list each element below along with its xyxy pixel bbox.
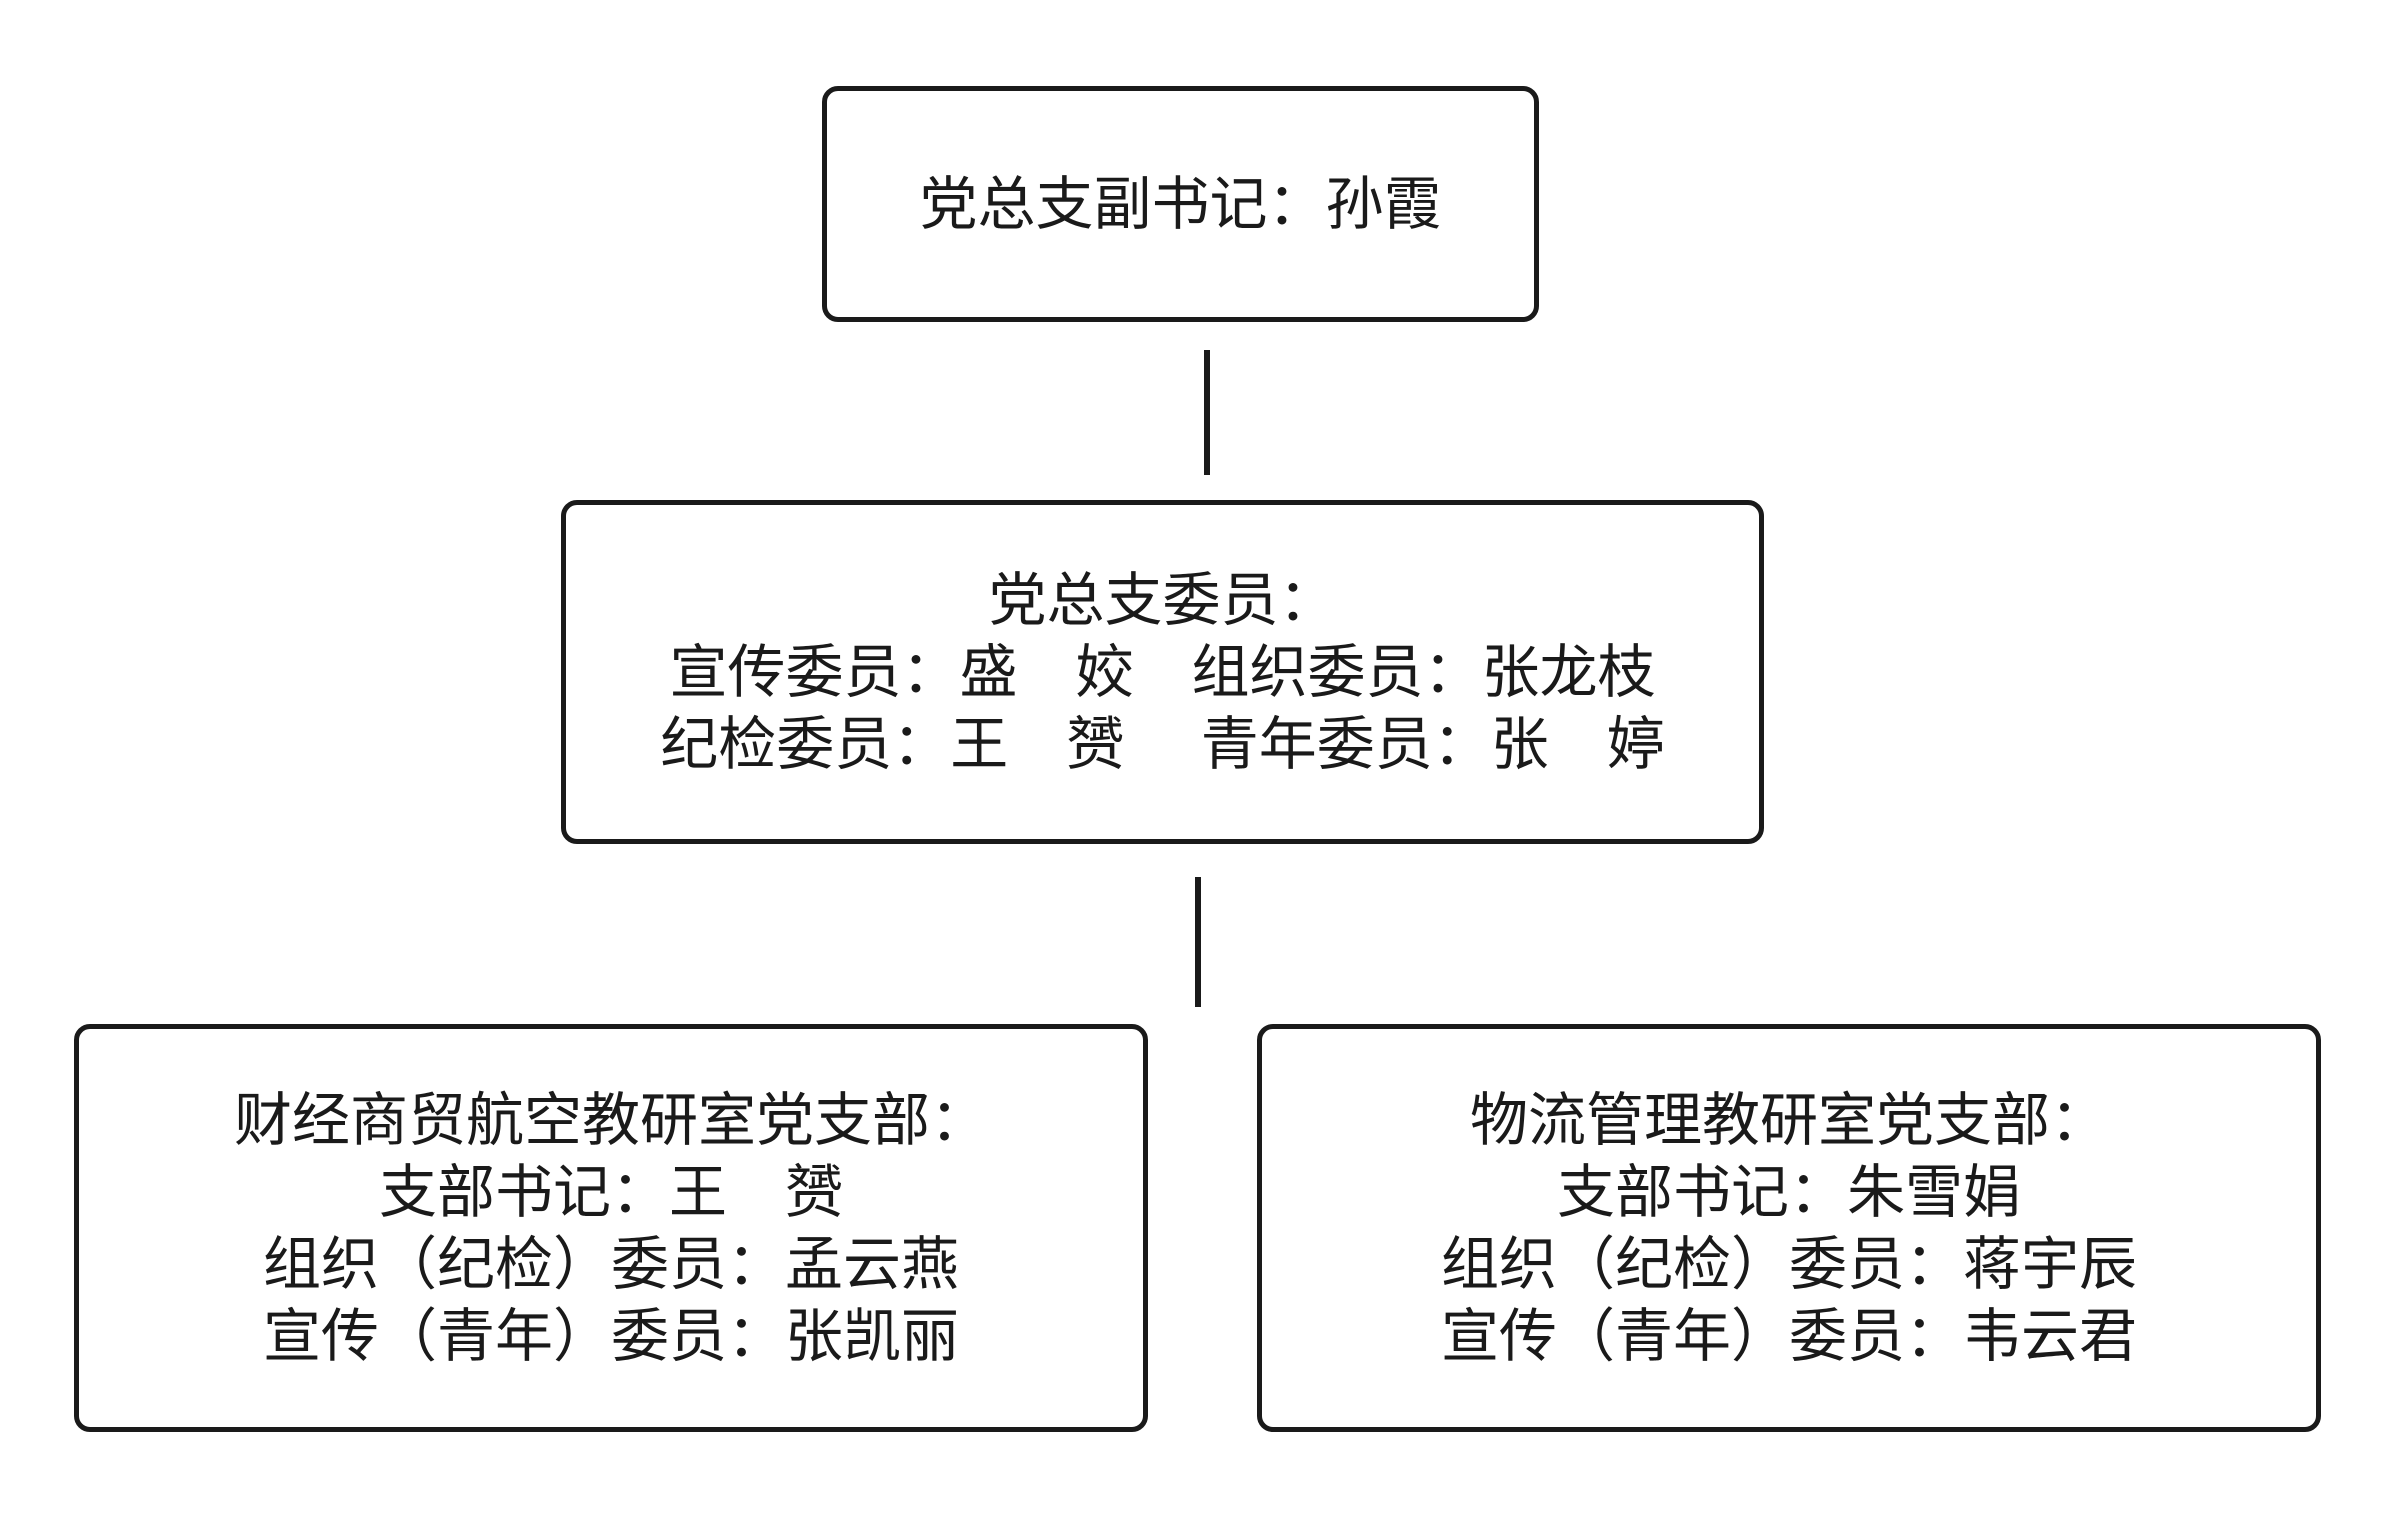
committee-line-discipline-youth: 纪检委员：王 赟 青年委员：张 婷 bbox=[660, 710, 1665, 778]
node-deputy-secretary: 党总支副书记：孙霞 bbox=[822, 86, 1539, 322]
right-branch-secretary: 支部书记：朱雪娟 bbox=[1556, 1158, 2021, 1226]
connector-top-to-committee bbox=[1204, 350, 1210, 475]
left-branch-secretary: 支部书记：王 赟 bbox=[378, 1158, 843, 1226]
committee-line-propaganda-organization: 宣传委员：盛 姣 组织委员：张龙枝 bbox=[669, 638, 1656, 706]
left-branch-propaganda-member: 宣传（青年）委员：张凯丽 bbox=[262, 1302, 959, 1370]
left-branch-organization-member: 组织（纪检）委员：孟云燕 bbox=[262, 1230, 959, 1298]
left-branch-title: 财经商贸航空教研室党支部： bbox=[233, 1086, 988, 1154]
right-branch-title: 物流管理教研室党支部： bbox=[1469, 1086, 2108, 1154]
committee-title: 党总支委员： bbox=[988, 566, 1337, 634]
node-branch-logistics: 物流管理教研室党支部： 支部书记：朱雪娟 组织（纪检）委员：蒋宇辰 宣传（青年）… bbox=[1257, 1024, 2321, 1432]
node-branch-finance-aviation: 财经商贸航空教研室党支部： 支部书记：王 赟 组织（纪检）委员：孟云燕 宣传（青… bbox=[74, 1024, 1148, 1432]
deputy-secretary-label: 党总支副书记：孙霞 bbox=[919, 170, 1442, 238]
right-branch-organization-member: 组织（纪检）委员：蒋宇辰 bbox=[1440, 1230, 2137, 1298]
right-branch-propaganda-member: 宣传（青年）委员：韦云君 bbox=[1440, 1302, 2137, 1370]
connector-committee-to-branches bbox=[1195, 877, 1201, 1007]
node-committee-members: 党总支委员： 宣传委员：盛 姣 组织委员：张龙枝 纪检委员：王 赟 青年委员：张… bbox=[561, 500, 1764, 844]
